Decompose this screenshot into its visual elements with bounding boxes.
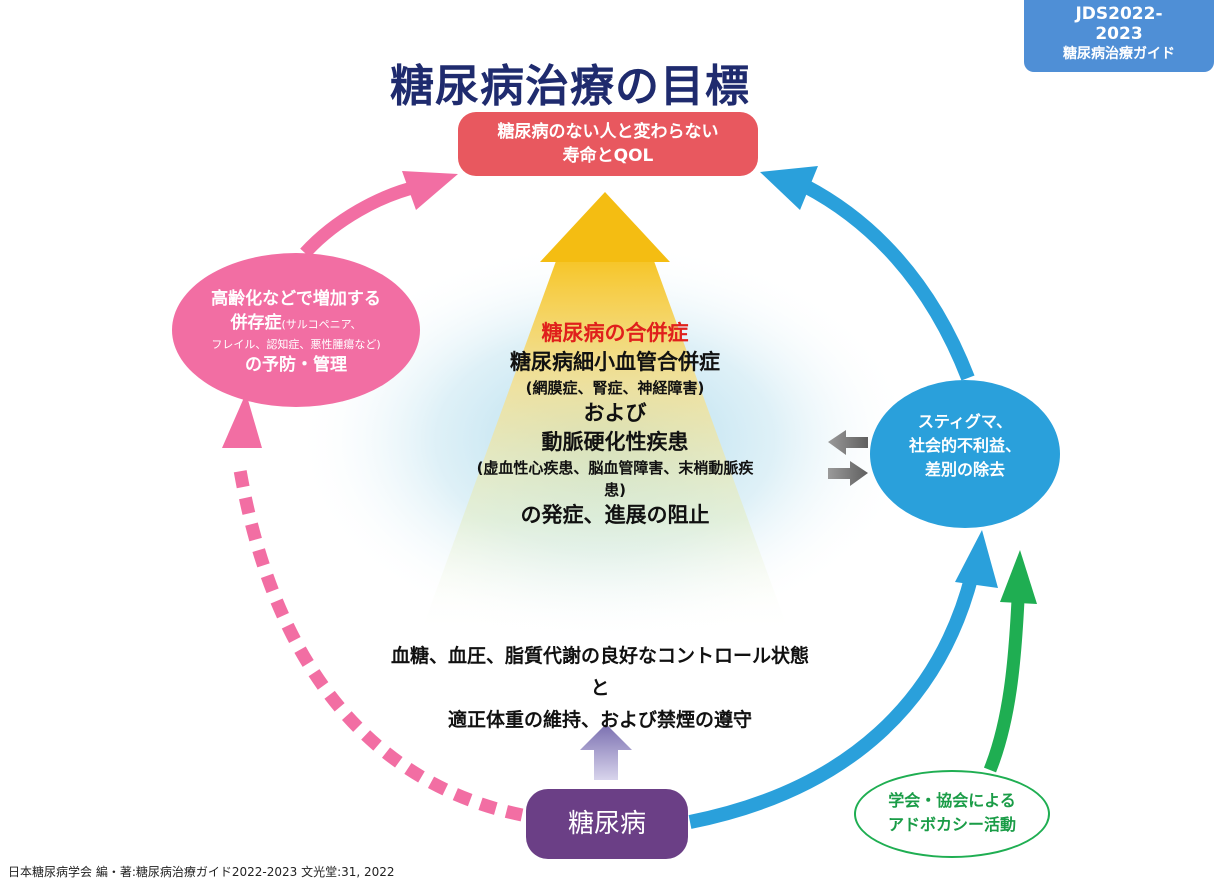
gray-arrow-left: [828, 430, 868, 455]
goal-box: 糖尿病のない人と変わらない 寿命とQOL: [458, 112, 758, 176]
pink-dashed-arrow: [233, 468, 524, 822]
comorbid-line-3: フレイル、認知症、悪性腫瘍など): [211, 338, 381, 351]
blue-arrow-diabetes-to-stigma: [688, 573, 979, 829]
badge-line-1: JDS2022-: [1075, 4, 1163, 24]
advocacy-line-1: 学会・協会による: [888, 791, 1016, 810]
green-arrow: [983, 599, 1025, 773]
badge-line-2: 2023: [1095, 24, 1143, 44]
comorbid-line-2: 併存症(サルコペニア、: [172, 311, 420, 337]
macrovascular-detail-1: (虚血性心疾患、脳血管障害、末梢動脈疾: [476, 459, 754, 477]
stigma-line-3: 差別の除去: [924, 460, 1005, 479]
diabetes-box: 糖尿病: [526, 789, 688, 859]
citation: 日本糖尿病学会 編・著:糖尿病治療ガイド2022-2023 文光堂:31, 20…: [8, 865, 395, 879]
blue-arrow-head-lower: [955, 530, 998, 588]
control-line-1: 血糖、血圧、脂質代謝の良好なコントロール状態: [390, 645, 809, 667]
advocacy-line-2: アドボカシー活動: [887, 815, 1016, 834]
advocacy-ellipse: 学会・協会による アドボカシー活動: [854, 770, 1050, 858]
purple-up-arrow: [580, 724, 632, 780]
comorbid-line-1: 高齢化などで増加する: [211, 289, 381, 309]
cone-arrow-head: [540, 192, 670, 262]
control-line-2: と: [590, 677, 610, 699]
pink-dashed-arrow-head: [222, 393, 262, 448]
control-line-3: 適正体重の維持、および禁煙の遵守: [447, 709, 752, 731]
outcome-label: の発症、進展の阻止: [520, 503, 710, 527]
pink-arrow-head: [402, 171, 458, 210]
macrovascular-label: 動脈硬化性疾患: [541, 430, 689, 454]
microvascular-label: 糖尿病細小血管合併症: [510, 350, 720, 374]
blue-arrow-head-upper: [760, 166, 818, 210]
comorbid-line-4: の予防・管理: [245, 355, 347, 375]
comorbid-small: (サルコペニア、: [281, 318, 362, 331]
guideline-badge: JDS2022- 2023 糖尿病治療ガイド: [1024, 0, 1214, 72]
goal-line-2: 寿命とQOL: [562, 146, 654, 166]
goal-line-1: 糖尿病のない人と変わらない: [497, 122, 719, 142]
complications-header: 糖尿病の合併症: [541, 321, 689, 345]
comorbidity-circle: 高齢化などで増加する 併存症(サルコペニア、 フレイル、認知症、悪性腫瘍など) …: [172, 253, 420, 407]
comorbid-main: 併存症: [230, 313, 282, 333]
macrovascular-detail-2: 患): [604, 481, 626, 499]
stigma-circle: スティグマ、 社会的不利益、 差別の除去: [870, 380, 1060, 528]
blue-arrow-stigma-to-goal: [801, 179, 975, 381]
and-label: および: [583, 401, 647, 425]
green-arrow-head: [1000, 550, 1037, 604]
rising-cone: [420, 250, 790, 635]
page-title: 糖尿病治療の目標: [390, 61, 750, 112]
stigma-line-2: 社会的不利益、: [908, 436, 1021, 455]
complications-block: 糖尿病の合併症 糖尿病細小血管合併症 (網膜症、腎症、神経障害) および 動脈硬…: [380, 318, 850, 530]
gray-arrow-right: [828, 461, 868, 486]
control-block: 血糖、血圧、脂質代謝の良好なコントロール状態 と 適正体重の維持、および禁煙の遵…: [320, 640, 880, 736]
pink-arrow-to-goal: [300, 179, 422, 258]
stigma-line-1: スティグマ、: [917, 412, 1013, 431]
badge-line-3: 糖尿病治療ガイド: [1063, 46, 1175, 62]
microvascular-detail: (網膜症、腎症、神経障害): [525, 379, 705, 397]
